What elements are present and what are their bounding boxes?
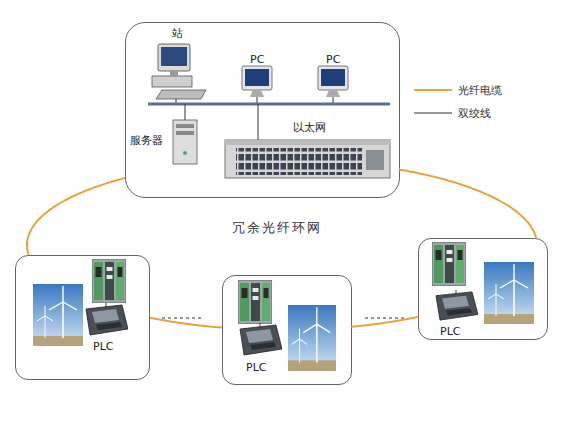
- pc-workstation: PC: [316, 52, 352, 98]
- device-label: PC: [250, 53, 264, 66]
- screen: [245, 69, 269, 86]
- legend-twisted-pair-sample: [414, 113, 452, 114]
- plc-label: PLC: [246, 361, 266, 374]
- fiber-link: [399, 169, 537, 238]
- switch-uplink: [366, 150, 384, 170]
- io-module: [432, 242, 466, 286]
- pc-workstation: PC: [240, 52, 276, 98]
- twisted-pair: [185, 104, 186, 120]
- continuation-dots: [162, 317, 204, 318]
- monitor: [318, 66, 348, 90]
- keyboard: [156, 90, 206, 99]
- server-tower: [173, 120, 197, 164]
- monitor: [158, 44, 190, 71]
- ring-label: 冗余光纤环网: [232, 220, 322, 235]
- monitor-stand: [326, 90, 340, 97]
- twisted-pair: [258, 104, 259, 140]
- wind-turbine-photo: [484, 262, 534, 324]
- continuation-dots: [365, 317, 407, 318]
- power-led: [183, 151, 187, 155]
- device-label: PC: [326, 53, 340, 66]
- plc-label: PLC: [93, 340, 113, 353]
- field-station-box: PLC: [222, 275, 352, 385]
- field-station-box: PLC: [418, 238, 548, 340]
- network-label: 以太网: [293, 121, 326, 134]
- switch-ports: [236, 148, 362, 175]
- device-label: 服务器: [130, 134, 163, 147]
- plc-label: PLC: [440, 325, 460, 338]
- screen: [321, 69, 345, 86]
- legend-text: 双绞线: [458, 107, 491, 120]
- wind-turbine-photo: [288, 305, 336, 371]
- monitor: [242, 66, 272, 90]
- legend-text: 光纤电缆: [458, 84, 502, 97]
- drive-bay: [176, 124, 194, 128]
- fiber-link: [150, 318, 222, 328]
- desktop-case: [152, 76, 192, 87]
- screen: [161, 47, 187, 66]
- fiber-link: [27, 178, 125, 255]
- monitor-stand: [170, 71, 178, 76]
- io-module: [92, 259, 126, 303]
- wind-turbine-photo: [33, 284, 83, 346]
- server: 服务器: [128, 118, 200, 166]
- field-station-box: PLC: [15, 255, 150, 380]
- ethernet-switch: [225, 140, 390, 178]
- legend-fiber-sample: [414, 89, 452, 91]
- io-module: [238, 280, 272, 324]
- plc-device: [86, 303, 128, 335]
- ethernet-bus: [148, 103, 390, 106]
- drive-bay: [176, 131, 194, 135]
- device-label: 站: [172, 27, 183, 40]
- monitor-stand: [250, 90, 264, 97]
- control-center-box: 以太网 站 PC PC 服务器: [125, 22, 400, 198]
- plc-device: [436, 290, 478, 320]
- plc-device: [240, 323, 282, 355]
- fiber-link: [351, 317, 418, 327]
- switch-top: [225, 140, 390, 145]
- operator-station: 站: [150, 26, 210, 102]
